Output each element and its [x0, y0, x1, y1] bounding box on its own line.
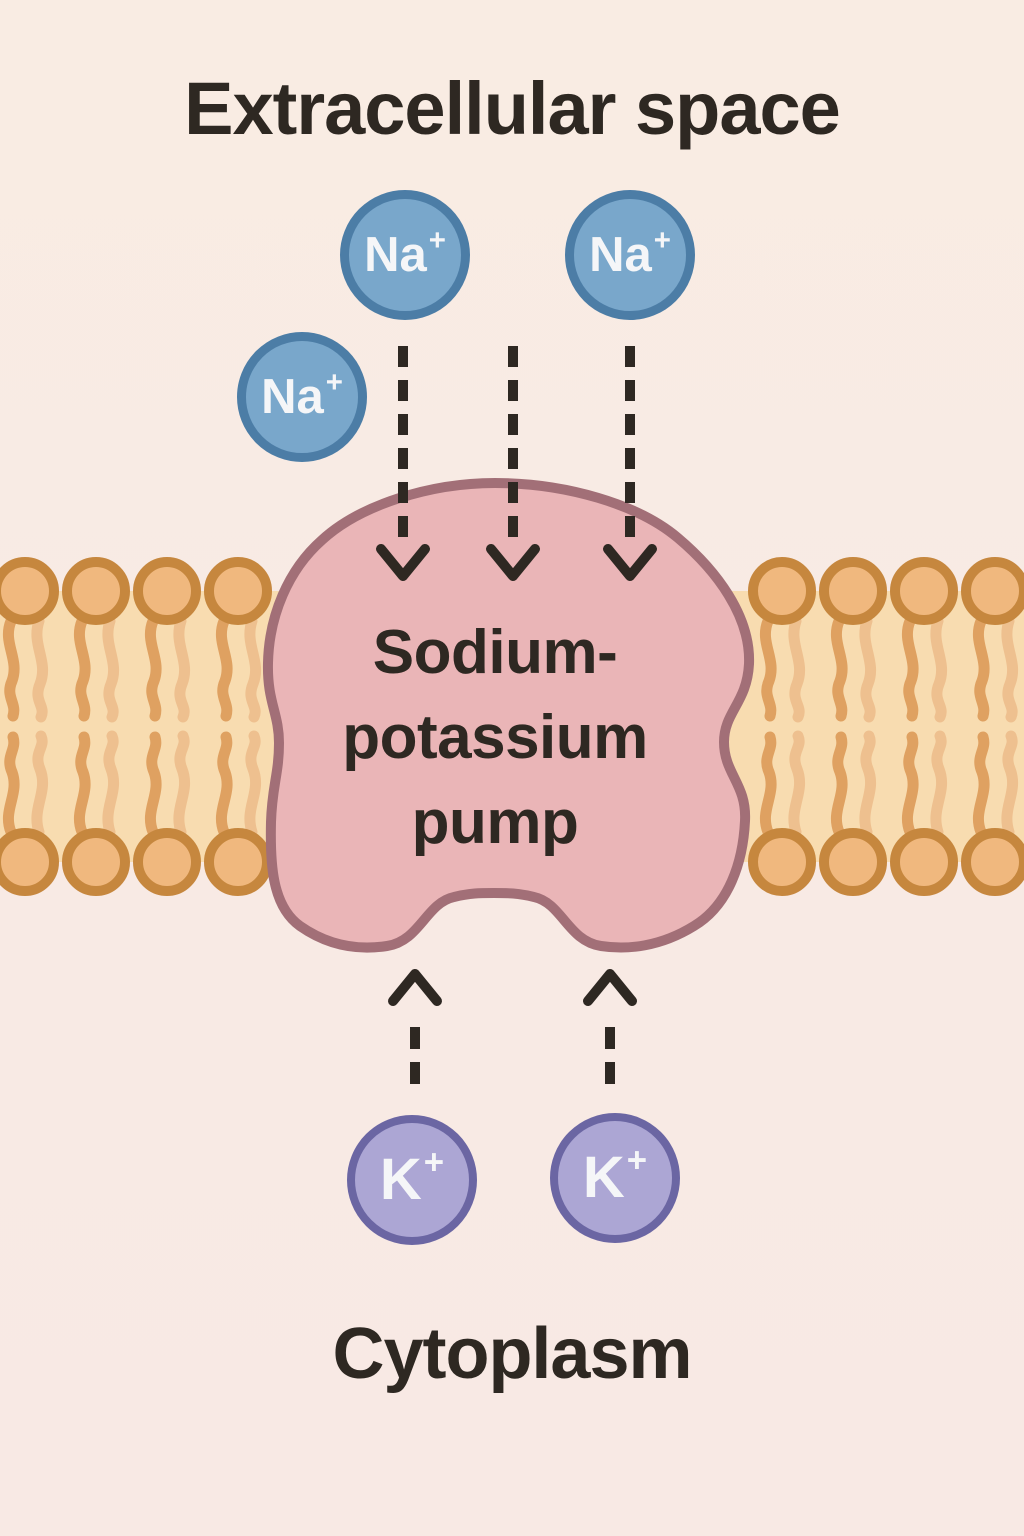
- extracellular-label: Extracellular space: [184, 67, 841, 150]
- pump-label: Sodium- potassium pump: [342, 618, 648, 857]
- ion-charge: +: [428, 224, 446, 258]
- ion-symbol: Na: [589, 227, 652, 282]
- ion-symbol: K: [582, 1145, 625, 1210]
- sodium-ion: Na+: [340, 190, 470, 320]
- pump-body: [262, 478, 755, 953]
- k-arrowhead-up-icon: [583, 969, 637, 1006]
- cytoplasm-label: Cytoplasm: [332, 1314, 692, 1394]
- sodium-ion: Na+: [565, 190, 695, 320]
- ion-charge: +: [653, 224, 671, 258]
- na-arrowhead-down-icon: [376, 544, 430, 581]
- sodium-arrows: [376, 346, 657, 581]
- na-arrowhead-down-icon: [603, 544, 657, 581]
- potassium-ion: K+: [550, 1113, 680, 1243]
- ion-symbol: Na: [364, 227, 427, 282]
- sodium-ion: Na+: [237, 332, 367, 462]
- ion-charge: +: [626, 1140, 648, 1180]
- ion-symbol: Na: [261, 369, 324, 424]
- ion-charge: +: [423, 1142, 445, 1182]
- ion-symbol: K: [379, 1147, 422, 1212]
- na-arrowhead-down-icon: [486, 544, 540, 581]
- potassium-arrows: [388, 969, 637, 1085]
- ion-charge: +: [325, 366, 343, 400]
- k-arrowhead-up-icon: [388, 969, 442, 1006]
- potassium-ion: K+: [347, 1115, 477, 1245]
